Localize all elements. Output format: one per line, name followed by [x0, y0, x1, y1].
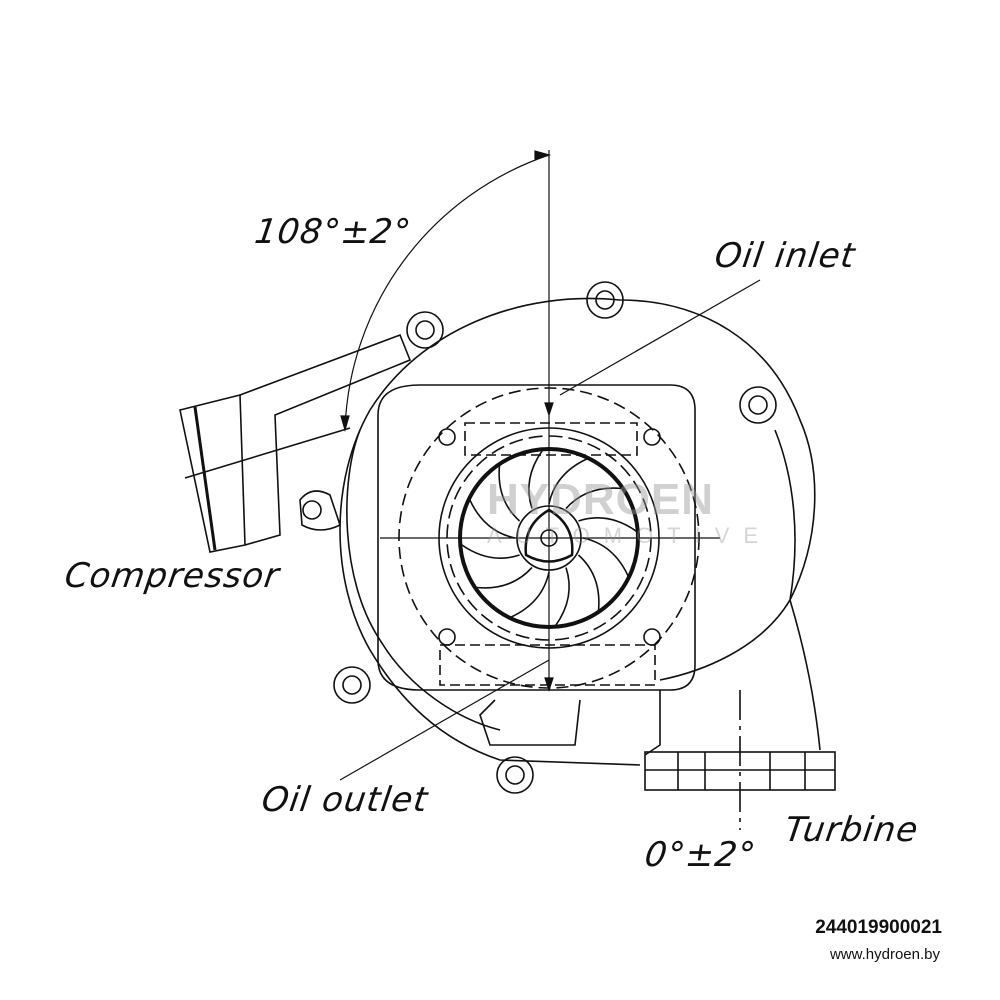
impeller-blade: [469, 499, 516, 539]
impeller-blade: [510, 571, 550, 618]
impeller-blade: [476, 566, 533, 589]
impeller-blade: [528, 449, 544, 509]
part-number: 244019900021: [815, 917, 942, 938]
impeller-blade: [577, 554, 600, 611]
turbine-label: Turbine: [782, 810, 922, 850]
impeller-blade: [578, 517, 638, 533]
turbine-angle-label: 0°±2°: [642, 835, 759, 875]
impeller-blade: [565, 487, 622, 510]
impeller-blade: [460, 543, 520, 559]
impeller-blade: [548, 458, 588, 505]
bolt-bosses: [299, 281, 777, 794]
oil-outlet-label: Oil outlet: [259, 780, 431, 820]
volute-housing: [339, 297, 821, 766]
impeller-blade: [582, 537, 629, 577]
compressor-label: Compressor: [62, 556, 283, 596]
website-link[interactable]: www.hydroen.by: [829, 946, 940, 963]
compressor-outlet-pipe: [179, 333, 412, 553]
watermark-subtitle: AUTOMOTIVE: [487, 523, 773, 548]
turbine-flange: [644, 690, 836, 830]
watermark-brand: HYDROEN: [487, 475, 715, 524]
oil-inlet-label: Oil inlet: [712, 236, 858, 276]
impeller-blade: [498, 465, 521, 522]
compressor-angle-label: 108°±2°: [252, 212, 414, 252]
impeller-blade: [554, 567, 570, 627]
dimension-lines: [339, 150, 761, 781]
